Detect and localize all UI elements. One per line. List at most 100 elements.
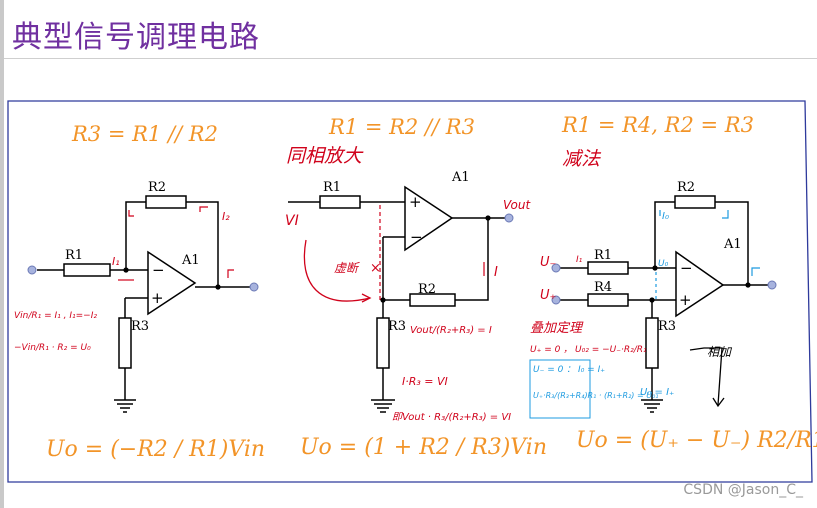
c1-note-eq2: −Vin/R₁ · R₂ = U₀ (14, 343, 91, 353)
c3-wire (715, 201, 749, 285)
c1-current-arrow-icon (199, 206, 208, 212)
c3-input-plus-terminal (551, 295, 561, 305)
c1-node (215, 284, 221, 290)
c2-node (380, 297, 386, 303)
c3-note-i0: I₀ (662, 211, 669, 222)
c2-resistor-r1 (319, 195, 361, 209)
c1-wire (125, 201, 146, 270)
c1-node (123, 267, 129, 273)
c1-note-eq1: Vin/R₁ = I₁ , I₁=−I₂ (14, 311, 97, 321)
c3-resistor-r1 (587, 261, 629, 275)
c3-note-superposition: 叠加定理 (530, 320, 584, 336)
c3-note-i1: I₁ (576, 255, 583, 265)
slide-title: 典型信号调理电路 (12, 20, 260, 55)
c3-mode: 减法 (562, 148, 602, 170)
c3-condition: R1 = R4, R2 = R3 (561, 113, 754, 137)
circuit-inverting: R3 = R1 // R2 R1 R2 R3 A1 − + I₁ (14, 122, 265, 462)
c1-resistor-r2 (145, 195, 187, 209)
c1-plus-sign: + (151, 289, 164, 307)
c1-formula: Uo = (−R2 / R1)Vin (46, 437, 265, 462)
c2-condition: R1 = R2 // R3 (328, 115, 475, 139)
c3-current-arrow-icon (751, 267, 760, 276)
c3-ground-icon (641, 399, 663, 413)
c1-condition: R3 = R1 // R2 (71, 122, 218, 146)
c3-label-r4: R4 (594, 280, 612, 295)
c1-note-i1: I₁ (112, 255, 120, 268)
c2-note-eq1: Vout/(R₂+R₃) = I (410, 325, 492, 336)
c3-note-eq2: U₋ = 0 ： I₀ = I₊ (533, 365, 605, 375)
c2-resistor-r2 (409, 293, 456, 307)
c2-formula: Uo = (1 + R2 / R3)Vin (300, 435, 547, 460)
c1-opamp (147, 250, 197, 316)
c2-note-vin: VI (285, 213, 299, 229)
circuit-non-inverting: R1 = R2 // R3 同相放大 R1 R2 R3 A1 + − VI Vo… (285, 115, 547, 460)
c3-note-box (529, 359, 591, 419)
c3-note-arrow-icon (689, 347, 723, 406)
c3-resistor-r3 (645, 317, 659, 369)
c2-note-vout: Vout (503, 198, 531, 212)
c3-resistor-r2 (674, 195, 716, 209)
c2-ground-icon (371, 399, 395, 413)
c2-curved-arrow-icon (303, 239, 371, 302)
c1-label-r1: R1 (65, 248, 83, 263)
c2-label-r2: R2 (418, 282, 436, 297)
c3-note-uo: U₀ (658, 259, 669, 269)
c2-note-eq2: I·R₃ = VI (402, 375, 448, 388)
watermark: CSDN @Jason_C_ (683, 482, 803, 498)
c3-note-same-phase: 相加 (707, 345, 733, 359)
c2-note-eq3: 即Vout · R₃/(R₂+R₃) = VI (392, 412, 511, 423)
c3-minus-sign: − (680, 259, 693, 277)
c1-minus-sign: − (152, 261, 165, 279)
slide-left-bar (0, 0, 4, 508)
c1-current-arrow-icon (227, 269, 234, 278)
c1-label-amp: A1 (181, 253, 200, 268)
c1-note-i2: I₂ (222, 210, 230, 223)
c2-arrow-head-icon (361, 293, 372, 303)
c3-label-amp: A1 (723, 237, 742, 252)
c3-node (745, 282, 751, 288)
c3-note-u-minus: U₋ (540, 255, 556, 270)
c2-resistor-r3 (376, 317, 390, 369)
c2-mode: 同相放大 (286, 145, 364, 167)
c1-current-arrow-icon (128, 210, 134, 217)
c3-label-r3: R3 (658, 319, 676, 334)
c2-minus-sign: − (410, 228, 423, 246)
c3-plus-sign: + (679, 291, 692, 309)
c1-label-r2: R2 (148, 180, 166, 195)
c3-formula: Uo = (U₊ − U₋) R2/R1 (576, 428, 817, 453)
c2-cross-icon: × (370, 261, 381, 276)
c1-output-terminal (249, 282, 259, 292)
c3-opamp (675, 250, 725, 318)
c2-node (485, 215, 491, 221)
circuit-subtractor: R1 = R4, R2 = R3 减法 R1 R2 R3 R4 A1 − (529, 113, 817, 453)
c3-wire (654, 201, 675, 268)
c3-label-r2: R2 (677, 180, 695, 195)
c1-input-terminal (27, 265, 37, 275)
c2-output-terminal (504, 213, 514, 223)
c3-note-eq3: U₊·R₃/(R₃+R₄)R₁ · (R₁+R₂) = U₀₁ (533, 391, 659, 400)
c3-node (652, 265, 658, 271)
c1-resistor-r3 (118, 317, 132, 369)
c2-note-current: I (494, 265, 498, 280)
c1-wire (124, 297, 148, 318)
c2-opamp (404, 185, 454, 252)
c1-ground-icon (114, 399, 136, 413)
c2-label-r3: R3 (388, 319, 406, 334)
c1-resistor-r1 (63, 263, 111, 277)
c2-wire (455, 218, 489, 301)
c3-output-terminal (767, 280, 777, 290)
c2-note-virtual-break: 虚断 (334, 261, 360, 275)
c3-note-eq1: U₊ = 0 ， U₀₂ = −U₋·R₂/R₁ (530, 345, 647, 355)
c1-wire (186, 201, 219, 287)
c2-label-r1: R1 (323, 180, 341, 195)
c2-label-amp: A1 (451, 170, 470, 185)
c2-plus-sign: + (409, 193, 422, 211)
c3-input-minus-terminal (551, 263, 561, 273)
diagram-frame (7, 100, 813, 483)
c3-resistor-r4 (587, 293, 629, 307)
c3-note-eq4: U₀ = I₊ (640, 387, 674, 398)
c3-node (649, 297, 655, 303)
c3-current-arrow-icon (659, 210, 729, 219)
c3-note-arrow-head-icon (712, 397, 725, 408)
